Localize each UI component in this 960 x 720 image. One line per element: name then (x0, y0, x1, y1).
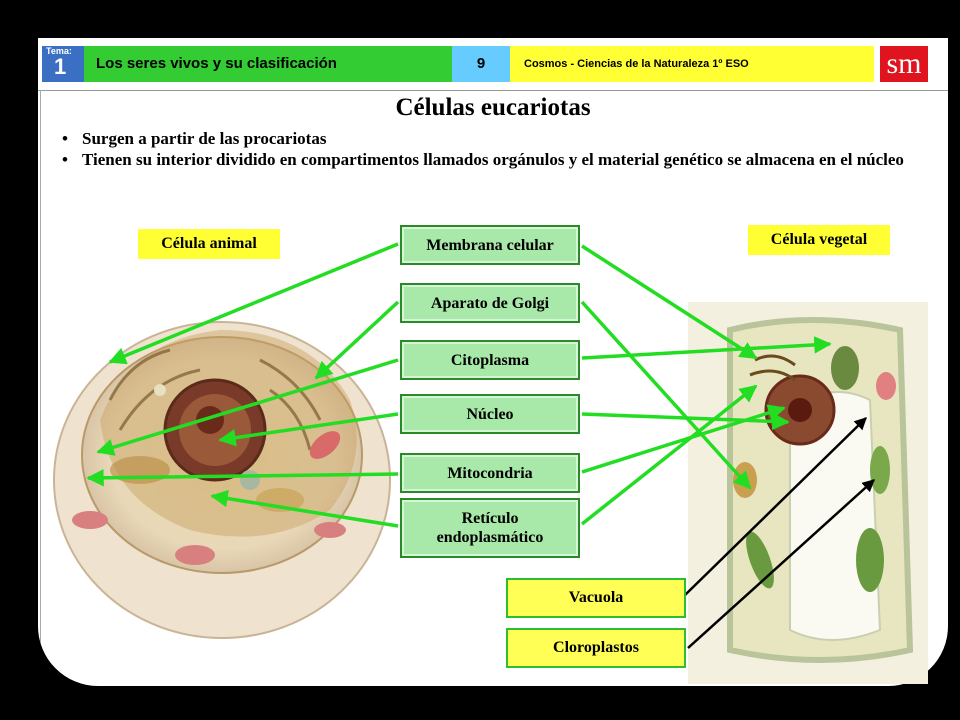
black-arrows (683, 417, 875, 649)
part-box-citoplasma: Citoplasma (400, 340, 580, 380)
bullet-item: Tienen su interior dividido en compartim… (62, 149, 932, 170)
unit-title: Los seres vivos y su clasificación (84, 46, 452, 82)
green-arrows (86, 242, 832, 528)
tema-number: 1 (54, 54, 67, 79)
plant-cell-label: Célula vegetal (748, 225, 890, 255)
part-box-nucleo: Núcleo (400, 394, 580, 434)
animal-cell-label: Célula animal (138, 229, 280, 259)
header-divider (38, 90, 948, 91)
part-box-reticulo: Retículo endoplasmático (400, 498, 580, 558)
bullet-item: Surgen a partir de las procariotas (62, 128, 932, 149)
tema-label: Tema: (46, 46, 72, 56)
book-title: Cosmos - Ciencias de la Naturaleza 1º ES… (510, 46, 874, 82)
part-box-mitocondria: Mitocondria (400, 453, 580, 493)
left-rule (40, 90, 41, 650)
page-title: Células eucariotas (395, 94, 591, 121)
tema-badge: Tema: 1 (42, 46, 84, 82)
part-box-membrana: Membrana celular (400, 225, 580, 265)
part-box-cloroplastos: Cloroplastos (506, 628, 686, 668)
publisher-logo: sm (880, 46, 928, 82)
page-number: 9 (452, 46, 510, 82)
part-box-golgi: Aparato de Golgi (400, 283, 580, 323)
plant-cell-drawing (688, 302, 928, 684)
bullet-list: Surgen a partir de las procariotas Tiene… (62, 128, 932, 170)
part-box-vacuola: Vacuola (506, 578, 686, 618)
animal-cell-drawing (53, 321, 391, 639)
